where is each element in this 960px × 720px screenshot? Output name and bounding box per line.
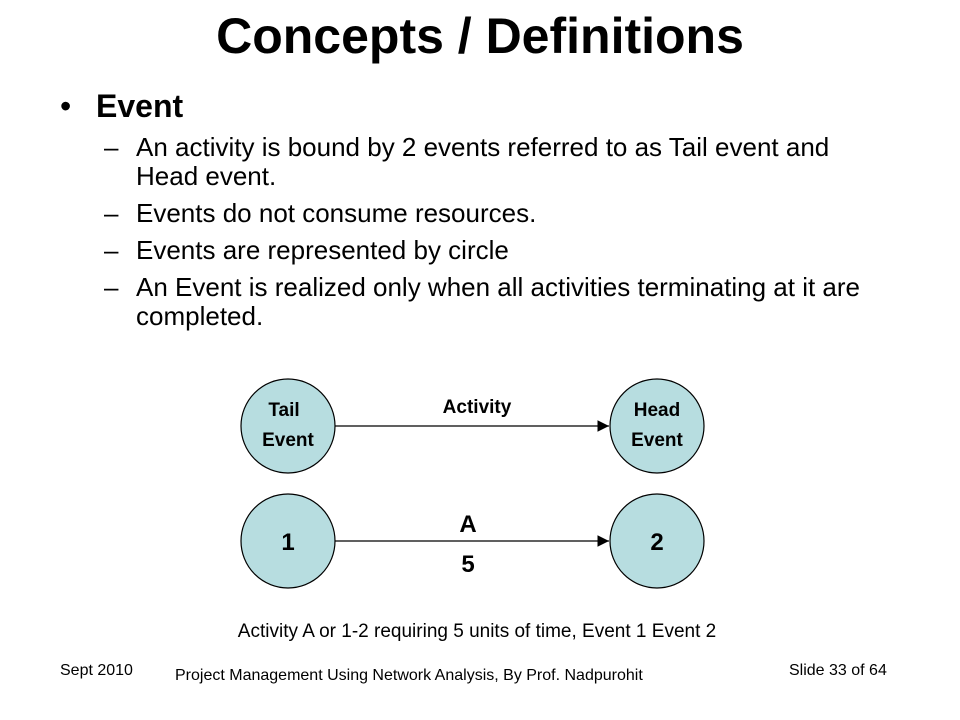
activity-a-duration: 5 bbox=[461, 551, 474, 578]
footer-slide-number: Slide 33 of 64 bbox=[789, 662, 887, 679]
activity-label: Activity bbox=[443, 397, 512, 418]
slide-title: Concepts / Definitions bbox=[216, 8, 744, 64]
tail-event-label-2: Event bbox=[262, 430, 314, 451]
head-event-label-1: Head bbox=[634, 400, 680, 421]
event-2-label: 2 bbox=[650, 529, 663, 556]
list-item: – An activity is bound by 2 events refer… bbox=[104, 133, 864, 191]
event-1-label: 1 bbox=[281, 529, 294, 556]
tail-event-circle bbox=[240, 378, 336, 474]
event-2-circle bbox=[609, 493, 705, 589]
list-item-text: An activity is bound by 2 events referre… bbox=[136, 132, 830, 191]
head-event-label-2: Event bbox=[631, 430, 683, 451]
dash-symbol: – bbox=[104, 132, 119, 162]
head-event-circle bbox=[609, 378, 705, 474]
heading-text: Event bbox=[96, 88, 184, 124]
list-item-text: Events do not consume resources. bbox=[136, 198, 537, 228]
bullet-symbol: • bbox=[60, 88, 72, 124]
diagram-caption: Activity A or 1-2 requiring 5 units of t… bbox=[238, 621, 716, 642]
list-item-text: Events are represented by circle bbox=[136, 235, 509, 265]
list-item-text: An Event is realized only when all activ… bbox=[136, 272, 861, 331]
definition-list: – An activity is bound by 2 events refer… bbox=[104, 133, 864, 339]
dash-symbol: – bbox=[104, 198, 119, 228]
list-item: – Events do not consume resources. bbox=[104, 199, 864, 228]
footer-course: Project Management Using Network Analysi… bbox=[175, 667, 643, 684]
list-item: – An Event is realized only when all act… bbox=[104, 273, 864, 331]
tail-event-label-1: Tail bbox=[268, 400, 299, 421]
bullet-heading: • Event bbox=[60, 86, 183, 126]
dash-symbol: – bbox=[104, 235, 119, 265]
activity-a-label: A bbox=[459, 511, 476, 538]
footer-date: Sept 2010 bbox=[60, 662, 133, 679]
dash-symbol: – bbox=[104, 272, 119, 302]
list-item: – Events are represented by circle bbox=[104, 236, 864, 265]
